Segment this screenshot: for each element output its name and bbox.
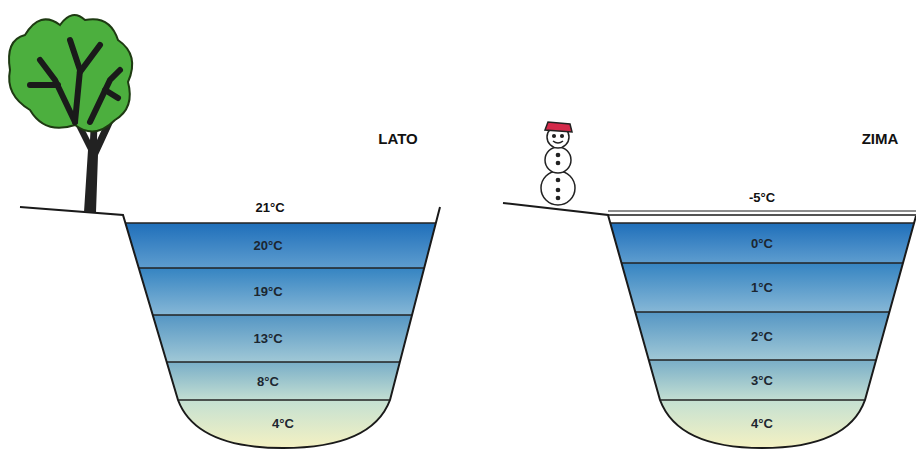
water-layer: 13°C bbox=[245, 315, 290, 362]
temperature-value: 4°C bbox=[751, 416, 773, 431]
temperature-value: 8°C bbox=[257, 374, 279, 389]
water-layer: 8°C bbox=[249, 362, 287, 400]
water-layer: 4°C bbox=[264, 400, 302, 446]
water-layer: 3°C bbox=[743, 360, 781, 400]
tree bbox=[9, 15, 132, 212]
snowman bbox=[541, 122, 575, 205]
temperature-value: 19°C bbox=[253, 284, 282, 299]
temperature-value: 20°C bbox=[253, 238, 282, 253]
lake-outline bbox=[20, 203, 916, 448]
season-heading: ZIMA bbox=[862, 130, 899, 147]
temperature-value: 1°C bbox=[751, 280, 773, 295]
temperature-value: 2°C bbox=[751, 329, 773, 344]
water-layer: 2°C bbox=[743, 312, 781, 360]
temperature-value: 0°C bbox=[751, 236, 773, 251]
season-heading: LATO bbox=[378, 130, 417, 147]
water-layer: 4°C bbox=[743, 400, 781, 446]
air-temperature: 21°C bbox=[255, 200, 284, 215]
water-layer: 19°C bbox=[245, 268, 290, 315]
temperature-value: 13°C bbox=[253, 331, 282, 346]
water-layer: 0°C bbox=[743, 223, 781, 263]
temperature-value: 3°C bbox=[751, 373, 773, 388]
temperature-value: 4°C bbox=[272, 416, 294, 431]
winter-water bbox=[590, 223, 916, 450]
water-layer: 20°C bbox=[245, 223, 290, 268]
water-layer: 1°C bbox=[743, 263, 781, 312]
air-temperature: -5°C bbox=[749, 190, 775, 205]
